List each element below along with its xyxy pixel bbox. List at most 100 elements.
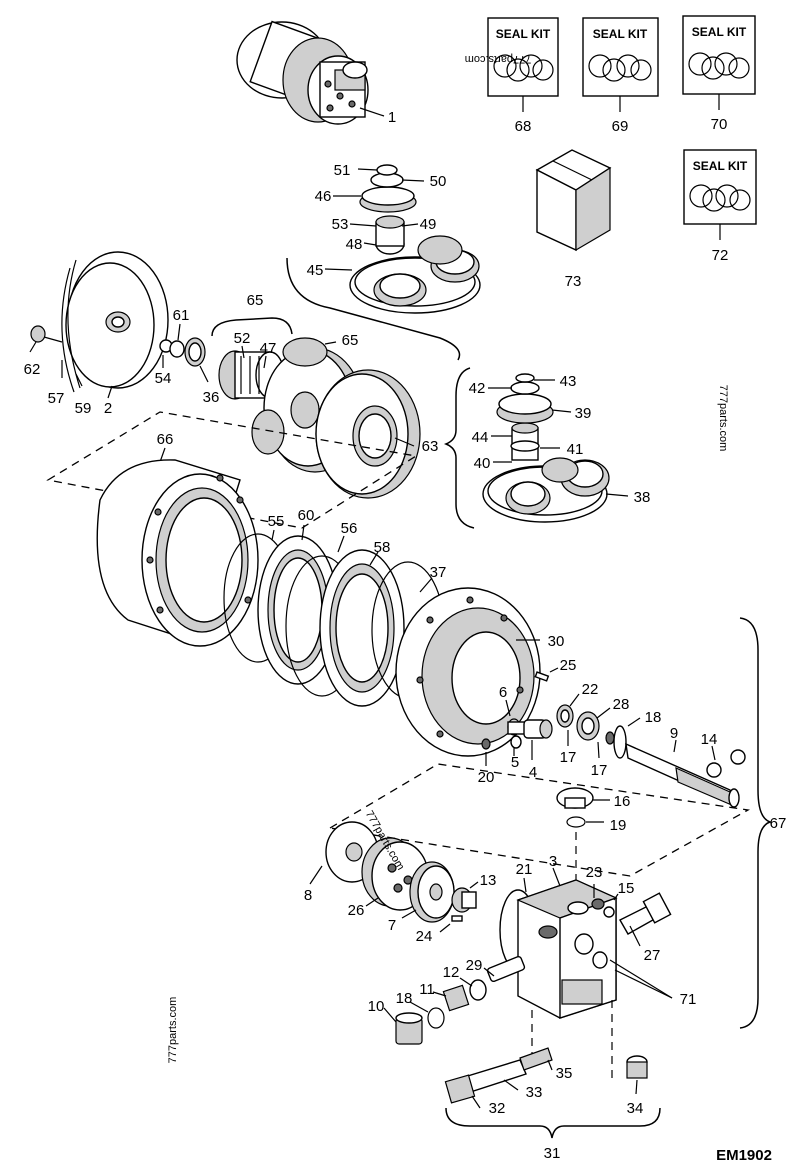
brace-67: 67 — [739, 617, 787, 1029]
callout-56: 55 — [268, 513, 285, 530]
callout-23: 22 — [582, 681, 599, 698]
callout-12: 12 — [443, 964, 460, 981]
callout-21: 21 — [516, 861, 533, 878]
callout-8: 8 — [304, 887, 312, 904]
seal-kit-label: SEAL KIT — [496, 27, 551, 41]
callout-44: 43 — [560, 373, 577, 390]
callout-68: 68 — [515, 118, 532, 135]
callout-40: 39 — [575, 405, 592, 422]
callout-69: 69 — [612, 118, 629, 135]
planetary-gear-set-lower: 42 43 39 44 41 40 38 — [443, 367, 651, 529]
callout-16: 16 — [614, 793, 631, 810]
callout-43: 42 — [469, 380, 486, 397]
callout-51: 50 — [430, 173, 447, 190]
ring-gear-housing-66: 66 — [46, 411, 418, 647]
callout-9: 9 — [670, 725, 678, 742]
callout-37: 36 — [203, 389, 220, 406]
watermark-top: 777parts.com — [465, 53, 532, 65]
callout-27: 26 — [348, 902, 365, 919]
callout-70: 70 — [711, 116, 728, 133]
callout-2: 2 — [104, 400, 112, 417]
callout-6: 6 — [499, 684, 507, 701]
callout-17a: 17 — [560, 749, 577, 766]
seal-kit-72: SEAL KIT 72 — [683, 149, 757, 264]
motor-hub-31: 30 25 — [395, 587, 577, 757]
callout-62: 61 — [173, 307, 190, 324]
callout-29: 28 — [613, 696, 630, 713]
callout-19: 18 — [396, 990, 413, 1007]
callout-65b: 65 — [342, 332, 359, 349]
callout-64: 63 — [422, 438, 439, 455]
carrier-assembly-65: 65 52 47 65 63 — [211, 292, 439, 499]
callout-22: 20 — [478, 769, 495, 786]
callout-71: 71 — [680, 991, 697, 1008]
callout-60: 59 — [75, 400, 92, 417]
callout-31: 30 — [548, 633, 565, 650]
callout-30: 29 — [466, 957, 483, 974]
callout-58: 57 — [48, 390, 65, 407]
callout-63: 62 — [24, 361, 41, 378]
callout-67: 67 — [770, 815, 787, 832]
callout-5: 5 — [511, 754, 519, 771]
seal-kit-70: SEAL KIT 70 — [682, 15, 756, 133]
cover-plate-2: 62 57 59 2 — [24, 251, 169, 417]
callout-55: 54 — [155, 370, 172, 387]
callout-38: 37 — [430, 564, 447, 581]
callout-39: 38 — [634, 489, 651, 506]
callout-32: 31 — [544, 1145, 561, 1162]
diagram-code: EM1902 — [716, 1147, 772, 1164]
callout-24: 23 — [586, 864, 603, 881]
relief-valve-group: 32 33 35 34 31 — [444, 1047, 661, 1162]
callout-10: 10 — [368, 998, 385, 1015]
callout-20: 19 — [610, 817, 627, 834]
callout-66: 66 — [157, 431, 174, 448]
callout-3: 3 — [549, 853, 557, 870]
callout-11: 11 — [419, 981, 435, 998]
callout-65: 65 — [247, 292, 264, 309]
callout-41: 40 — [474, 455, 491, 472]
callout-28: 27 — [644, 947, 661, 964]
callout-36: 35 — [556, 1065, 573, 1082]
shaft-parts: 20 6 5 4 22 28 17 17 18 9 14 — [478, 681, 746, 808]
parts-box-73: 73 — [535, 149, 612, 290]
watermark-left: 777parts.com — [167, 997, 179, 1064]
callout-1: 1 — [388, 109, 396, 126]
callout-59: 58 — [374, 539, 391, 556]
seal-kit-label: SEAL KIT — [593, 27, 648, 41]
callout-47: 46 — [315, 188, 332, 205]
callout-34: 33 — [526, 1084, 543, 1101]
valve-block-3: 21 3 23 15 27 29 12 11 18 10 71 — [368, 853, 697, 1082]
snap-ring-gear-parts: 54 61 36 — [155, 307, 220, 406]
callout-53: 52 — [234, 330, 251, 347]
callout-15: 15 — [618, 880, 635, 897]
plug-and-ring: 16 19 — [556, 787, 631, 884]
travel-motor-assembly: 1 — [236, 20, 396, 126]
seal-kit-68: SEAL KIT 68 — [487, 17, 559, 135]
callout-45: 44 — [472, 429, 489, 446]
callout-18: 18 — [645, 709, 662, 726]
callout-25: 24 — [416, 928, 433, 945]
callout-4: 4 — [529, 764, 537, 781]
callout-48: 47 — [260, 340, 277, 357]
callout-26: 25 — [560, 657, 577, 674]
callout-14: 14 — [701, 731, 718, 748]
callout-13: 13 — [480, 872, 497, 889]
seal-kit-label: SEAL KIT — [692, 25, 747, 39]
callout-73: 73 — [565, 273, 582, 290]
callout-33: 32 — [489, 1100, 506, 1117]
rotating-group: 8 26 7 24 13 — [304, 763, 750, 945]
callout-54: 53 — [332, 216, 349, 233]
callout-57: 56 — [341, 520, 358, 537]
callout-50: 49 — [420, 216, 437, 233]
callout-52: 51 — [334, 162, 351, 179]
callout-42: 41 — [567, 441, 584, 458]
callout-7: 7 — [388, 917, 396, 934]
planetary-gear-set-upper: 51 50 46 53 49 48 45 — [286, 162, 481, 361]
seal-kit-69: SEAL KIT 69 — [582, 17, 659, 135]
callout-72: 72 — [712, 247, 729, 264]
callout-49: 48 — [346, 236, 363, 253]
watermark-right: 777parts.com — [717, 385, 729, 452]
callout-46: 45 — [307, 262, 324, 279]
callout-35: 34 — [627, 1100, 644, 1117]
